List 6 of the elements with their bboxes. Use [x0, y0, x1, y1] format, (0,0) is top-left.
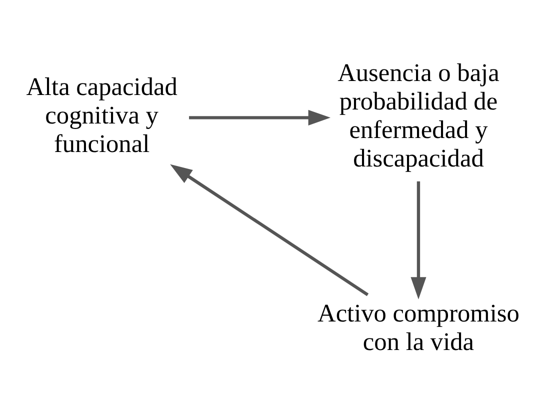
arrow — [170, 164, 369, 296]
node-text: Alta capacidad cognitiva y funcional — [26, 72, 178, 158]
arrow — [410, 180, 426, 299]
node-text: Activo compromiso con la vida — [318, 299, 520, 356]
arrow — [189, 109, 330, 125]
node-text: Ausencia o baja probabilidad de enfermedad y discapacidad — [338, 58, 500, 172]
